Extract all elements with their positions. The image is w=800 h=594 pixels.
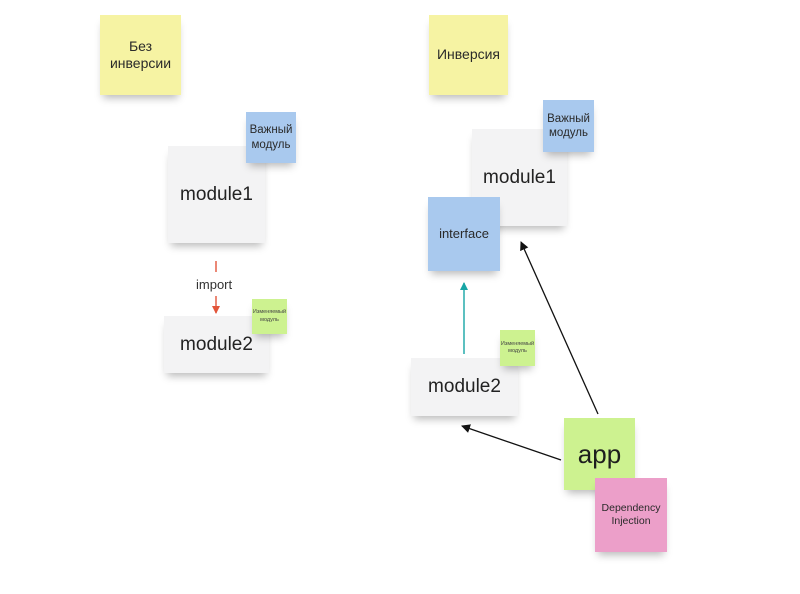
without-inversion-title-line1: Без [128, 37, 153, 54]
app-to-module1-arrow [520, 241, 599, 415]
right-important-line1: Важный [547, 112, 590, 125]
left-module2-label: module2 [180, 333, 253, 355]
right-changed-line1: Изменяемый [500, 340, 535, 347]
left-important-line1: Важный [249, 124, 293, 137]
import-label: import [194, 277, 235, 292]
inversion-title: Инверсия [436, 46, 501, 63]
right-important-module-note[interactable]: Важный модуль [543, 100, 594, 152]
interface-note[interactable]: interface [428, 197, 500, 271]
left-module1-label: module1 [180, 183, 253, 205]
left-important-module-note[interactable]: Важный модуль [246, 112, 296, 163]
app-label: app [577, 438, 622, 469]
di-line2: Injection [611, 515, 651, 527]
dependency-injection-note[interactable]: Dependency Injection [595, 478, 667, 552]
without-inversion-title-line2: инверсии [109, 55, 172, 71]
without-inversion-title-note[interactable]: Без инверсии [100, 15, 181, 95]
app-to-module2-arrow [461, 424, 562, 461]
left-changed-line2: модуль [260, 316, 279, 323]
interface-label: interface [439, 225, 489, 241]
right-module2-card[interactable]: module2 [411, 358, 518, 416]
inversion-title-note[interactable]: Инверсия [429, 15, 508, 95]
left-module2-card[interactable]: module2 [164, 316, 269, 373]
left-module1-card[interactable]: module1 [168, 146, 265, 243]
left-changed-module-note[interactable]: Изменяемый модуль [252, 299, 287, 334]
left-changed-line1: Изменяемый [252, 309, 287, 316]
right-module1-label: module1 [483, 166, 556, 188]
di-line1: Dependency [601, 501, 661, 514]
right-changed-line2: модуль [508, 348, 527, 354]
right-important-line2: модуль [549, 127, 588, 139]
left-important-line2: модуль [251, 138, 291, 151]
right-changed-module-note[interactable]: Изменяемый модуль [500, 330, 535, 366]
right-module2-label: module2 [428, 376, 501, 398]
